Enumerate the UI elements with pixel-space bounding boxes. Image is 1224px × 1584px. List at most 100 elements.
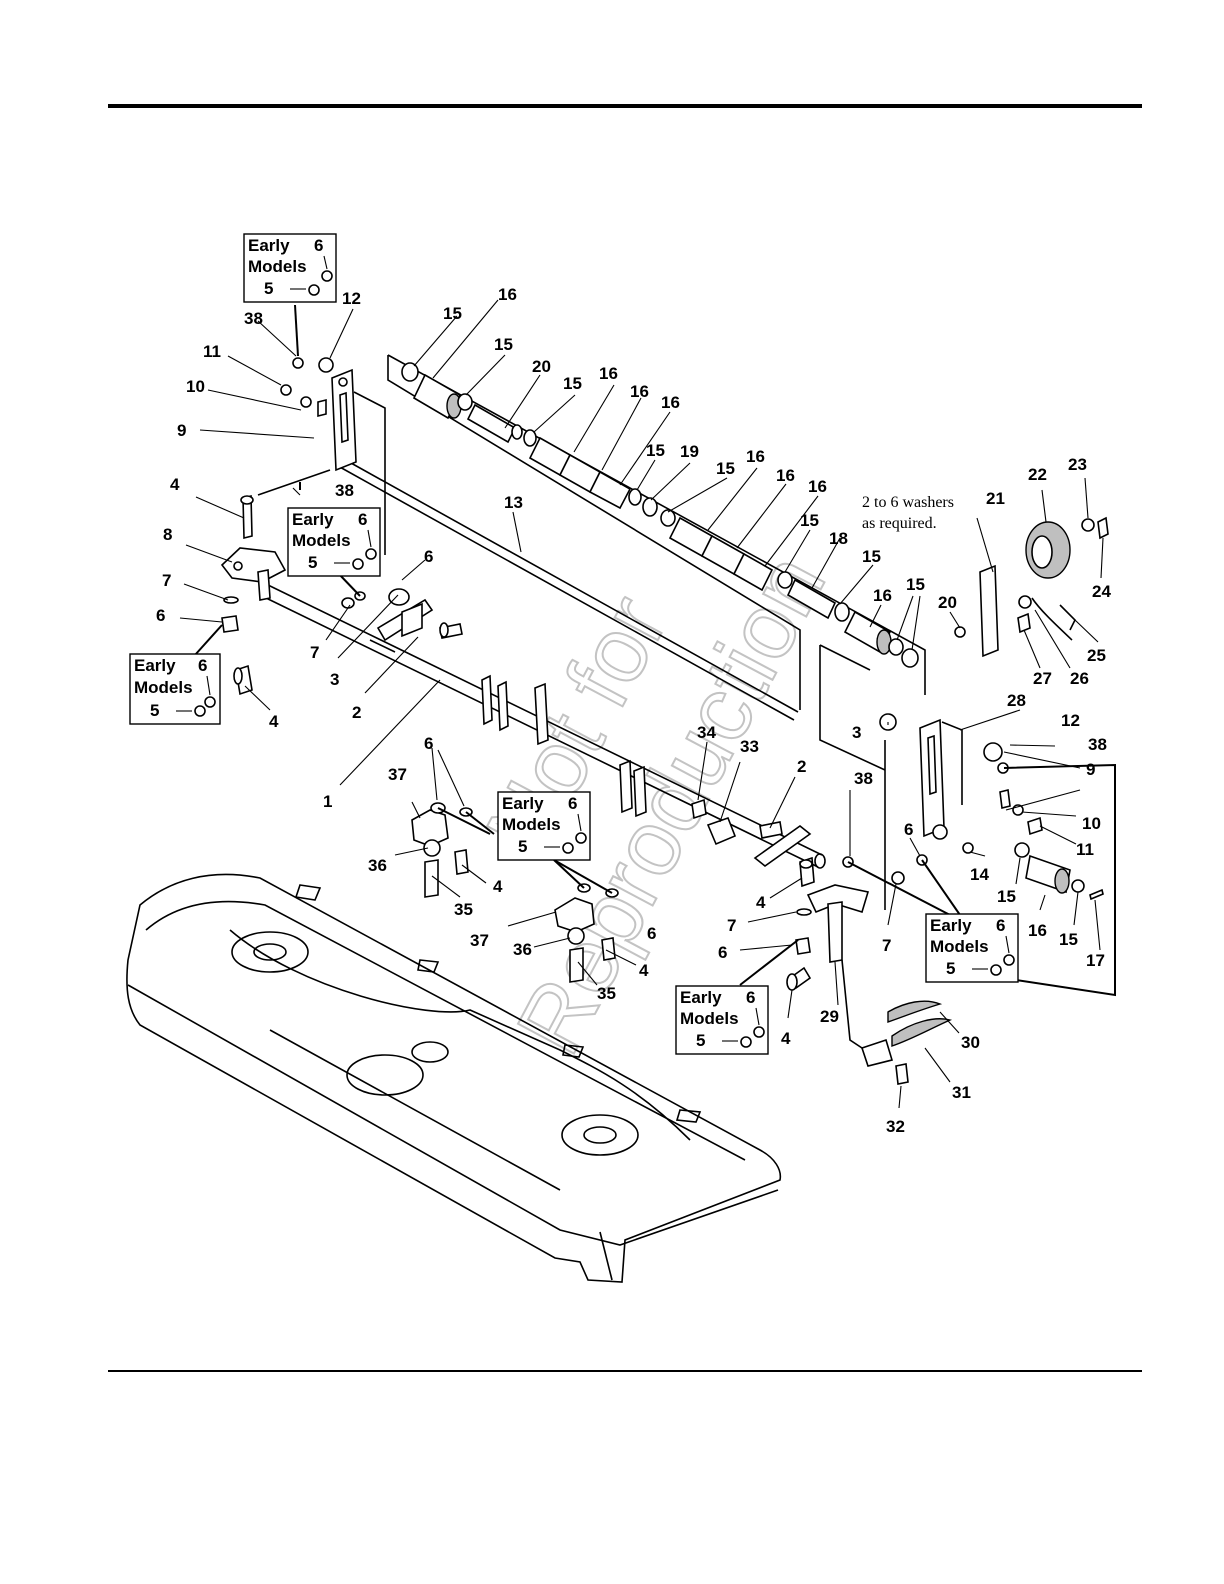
callout-22: 22 — [1028, 465, 1047, 484]
callout-16: 16 — [746, 447, 765, 466]
callout-20: 20 — [532, 357, 551, 376]
callout-15: 15 — [862, 547, 881, 566]
box-num-bottom: 5 — [308, 553, 317, 572]
box-models-label: Models — [248, 257, 307, 276]
callout-8: 8 — [163, 525, 172, 544]
callout-37: 37 — [470, 931, 489, 950]
callout-6: 6 — [647, 924, 656, 943]
box-num-top: 6 — [746, 988, 755, 1007]
callout-11: 11 — [1076, 840, 1094, 859]
callout-28: 28 — [1007, 691, 1026, 710]
roller-stack — [401, 362, 919, 668]
callout-9: 9 — [1086, 760, 1095, 779]
box-num-top: 6 — [198, 656, 207, 675]
callout-33: 33 — [740, 737, 759, 756]
bottom-rule — [108, 1370, 1142, 1372]
box-num-bottom: 5 — [946, 959, 955, 978]
callout-4: 4 — [781, 1029, 791, 1048]
callout-11: 11 — [203, 342, 221, 361]
wheel-assembly — [954, 516, 1109, 658]
box-early-label: Early — [134, 656, 176, 675]
left-bracket-assembly — [220, 357, 463, 696]
callout-15: 15 — [563, 374, 582, 393]
washer-note: 2 to 6 washers as required. — [862, 494, 954, 532]
callout-16: 16 — [776, 466, 795, 485]
callout-13: 13 — [504, 493, 523, 512]
early-models-box-1: Early Models 6 5 — [243, 233, 337, 303]
callout-4: 4 — [639, 961, 649, 980]
box-early-label: Early — [502, 794, 544, 813]
callout-6: 6 — [718, 943, 727, 962]
box-num-top: 6 — [996, 916, 1005, 935]
leader-lines — [179, 299, 1104, 1109]
callout-6: 6 — [424, 734, 433, 753]
callout-30: 30 — [961, 1033, 980, 1052]
callout-16: 16 — [498, 285, 517, 304]
callout-20: 20 — [938, 593, 957, 612]
callout-19: 19 — [680, 442, 699, 461]
callout-17: 17 — [1086, 951, 1105, 970]
box-early-label: Early — [680, 988, 722, 1007]
callout-12: 12 — [1061, 711, 1080, 730]
callout-31: 31 — [952, 1083, 971, 1102]
early-models-box-6: Early Models 6 5 — [925, 913, 1019, 983]
callout-32: 32 — [886, 1117, 905, 1136]
callout-25: 25 — [1087, 646, 1106, 665]
callout-3: 3 — [330, 670, 339, 689]
callout-15: 15 — [716, 459, 735, 478]
box-num-top: 6 — [314, 236, 323, 255]
callout-26: 26 — [1070, 669, 1089, 688]
box-models-label: Models — [680, 1009, 739, 1028]
callout-6: 6 — [156, 606, 165, 625]
callout-38: 38 — [854, 769, 873, 788]
callout-16: 16 — [661, 393, 680, 412]
callout-15: 15 — [443, 304, 462, 323]
callout-15: 15 — [1059, 930, 1078, 949]
callout-15: 15 — [906, 575, 925, 594]
callout-2: 2 — [352, 703, 361, 722]
note-line2: as required. — [862, 515, 937, 532]
callout-7: 7 — [162, 571, 171, 590]
callout-10: 10 — [186, 377, 205, 396]
mower-deck — [126, 873, 782, 1283]
box-models-label: Models — [930, 937, 989, 956]
callout-38: 38 — [244, 309, 263, 328]
top-rule — [108, 104, 1142, 108]
early-models-box-5: Early Models 6 5 — [675, 985, 769, 1055]
box-num-bottom: 5 — [264, 279, 273, 298]
right-bracket-assembly — [806, 713, 1104, 1085]
callout-6: 6 — [904, 820, 913, 839]
watermark: Not for Reproduction — [466, 537, 846, 1070]
box-num-bottom: 5 — [696, 1031, 705, 1050]
callout-15: 15 — [646, 441, 665, 460]
callout-4: 4 — [493, 877, 503, 896]
early-models-box-3: Early Models 6 5 — [129, 653, 221, 725]
callout-38: 38 — [1088, 735, 1107, 754]
callout-7: 7 — [310, 643, 319, 662]
callout-3: 3 — [852, 723, 861, 742]
box-early-label: Early — [248, 236, 290, 255]
callout-35: 35 — [454, 900, 473, 919]
box-early-label: Early — [930, 916, 972, 935]
callout-15: 15 — [800, 511, 819, 530]
callout-34: 34 — [697, 723, 716, 742]
callout-14: 14 — [970, 865, 989, 884]
callout-29: 29 — [820, 1007, 839, 1026]
box-pointers — [194, 304, 1116, 997]
callout-24: 24 — [1092, 582, 1111, 601]
early-models-box-2: Early Models 6 5 — [287, 507, 381, 577]
callout-23: 23 — [1068, 455, 1087, 474]
callout-38: 38 — [335, 481, 354, 500]
callout-16: 16 — [808, 477, 827, 496]
early-models-box-4: Early Models 6 5 — [497, 791, 591, 861]
callout-16: 16 — [630, 382, 649, 401]
box-num-top: 6 — [568, 794, 577, 813]
callout-7: 7 — [727, 916, 736, 935]
box-num-top: 6 — [358, 510, 367, 529]
middle-hardware — [411, 798, 815, 991]
box-models-label: Models — [134, 678, 193, 697]
callout-37: 37 — [388, 765, 407, 784]
callout-2: 2 — [797, 757, 806, 776]
callout-4: 4 — [170, 475, 180, 494]
